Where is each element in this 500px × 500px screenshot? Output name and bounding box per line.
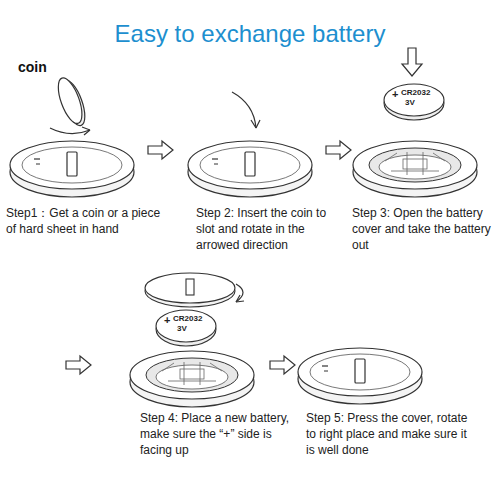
device-closed (298, 348, 422, 404)
step-caption: Step1：Get a coin or a piece of hard shee… (6, 205, 166, 237)
battery-marking: 3V (405, 99, 415, 107)
step-caption: Step 4: Place a new battery, make sure t… (140, 410, 300, 459)
arrow-head (236, 295, 244, 302)
battery-marking: + (392, 89, 398, 100)
step-arrow (66, 356, 91, 374)
battery (384, 84, 444, 120)
battery-marking: 3V (177, 325, 187, 333)
step-arrow (148, 141, 173, 159)
device-closed (188, 141, 312, 197)
down-arrow (402, 48, 422, 76)
step-arrow (326, 141, 351, 159)
arrow-head (251, 120, 260, 128)
battery (156, 310, 216, 346)
device-closed (10, 141, 134, 197)
step-caption: Step 5: Press the cover, rotate to right… (306, 410, 476, 459)
step-caption: Step 2: Insert the coin to slot and rota… (196, 205, 346, 254)
part-label: coin (18, 60, 47, 74)
coin-figure (53, 74, 89, 129)
step-caption: Step 3: Open the battery cover and take … (352, 205, 497, 254)
battery-cover (145, 273, 235, 307)
title: Easy to exchange battery (0, 18, 500, 50)
device-open (130, 351, 254, 407)
step-arrow (270, 356, 295, 374)
battery-marking: CR2032 (401, 89, 430, 97)
battery-marking: + (164, 315, 170, 326)
device-open (353, 141, 477, 197)
rotate-arrow (236, 284, 243, 302)
arrow-head (82, 127, 90, 135)
battery-marking: CR2032 (173, 315, 202, 323)
rotate-arrow (50, 128, 90, 134)
